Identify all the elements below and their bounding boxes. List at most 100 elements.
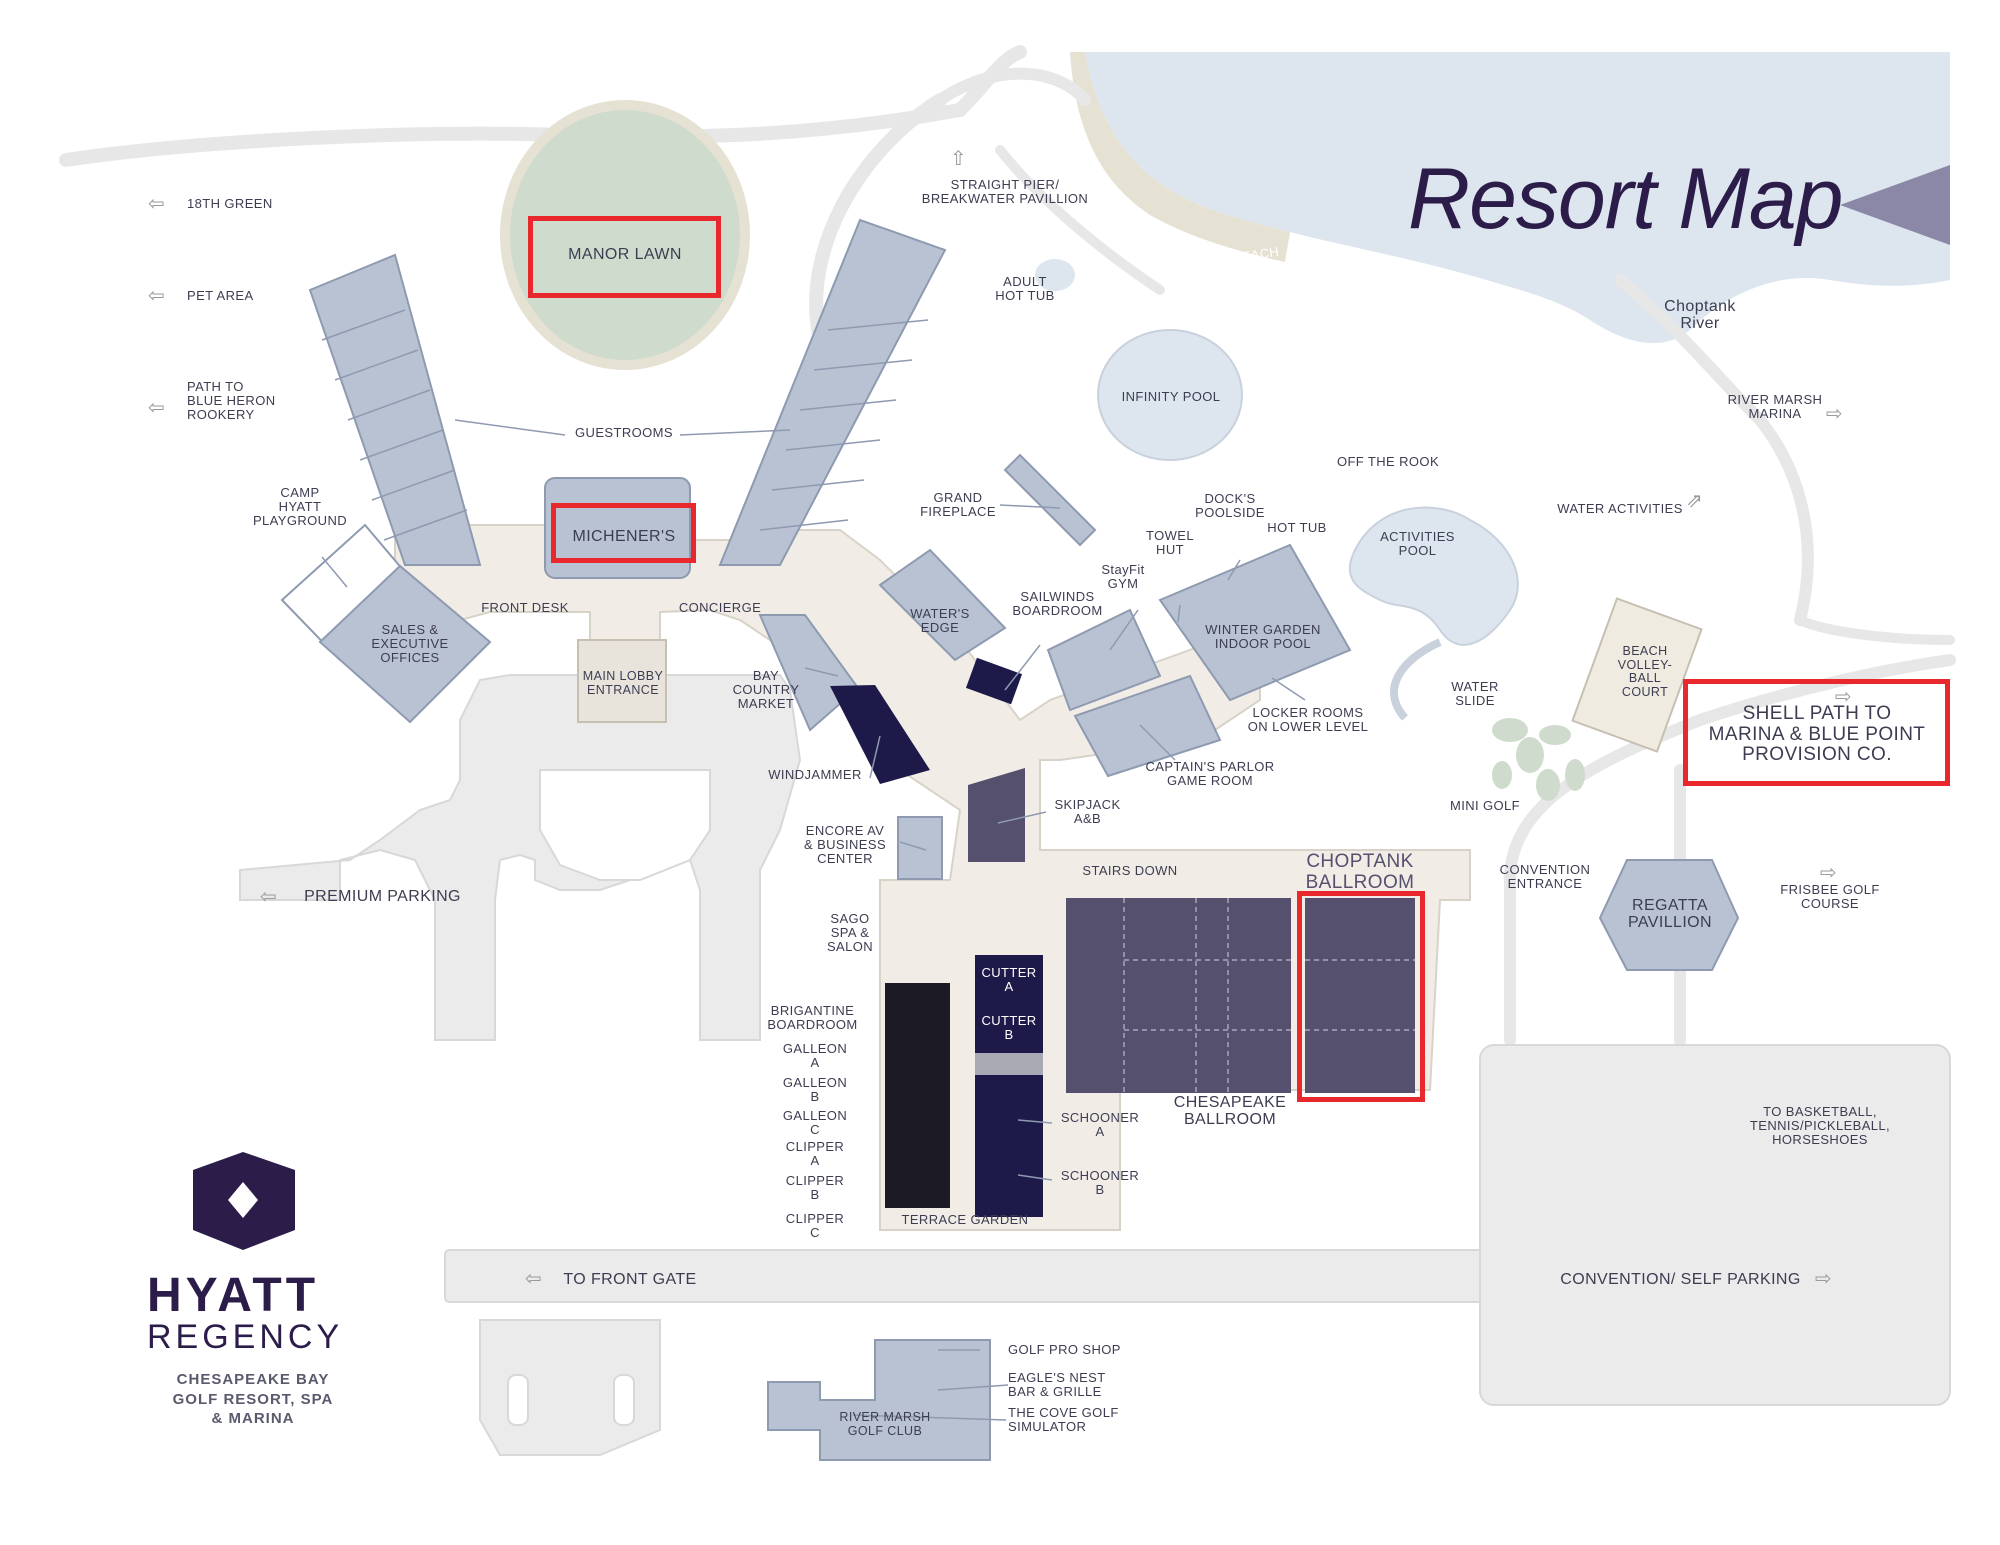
label-adult-hot-tub: ADULT HOT TUB xyxy=(995,274,1055,304)
grand-fireplace-structure xyxy=(1003,453,1097,547)
adult-hot-tub-water xyxy=(1035,259,1075,291)
arrow-premium-parking-icon: ⇦ xyxy=(260,884,277,908)
label-clipper-b: CLIPPER B xyxy=(785,1173,845,1203)
label-sailwinds: SAILWINDS BOARDROOM xyxy=(1012,589,1103,619)
manor-lawn-area xyxy=(500,100,750,370)
arrow-convention-parking-icon: ⇨ xyxy=(1815,1266,1832,1290)
label-shell-path: SHELL PATH TO MARINA & BLUE POINT PROVIS… xyxy=(1708,703,1926,766)
arrow-18th-green-icon: ⇦ xyxy=(148,191,165,215)
label-clipper-a: CLIPPER A xyxy=(785,1139,845,1169)
cutter-divider-bar xyxy=(975,1053,1043,1075)
arrow-front-gate-icon: ⇦ xyxy=(525,1266,542,1290)
label-schooner-a: SCHOONER A xyxy=(1060,1110,1140,1140)
label-frisbee-golf: FRISBEE GOLF COURSE xyxy=(1780,882,1880,912)
regatta-pavilion-building xyxy=(1598,859,1740,971)
label-schooner-b: SCHOONER B xyxy=(1060,1168,1140,1198)
golf-club-building xyxy=(767,1339,991,1461)
label-beach-volleyball: BEACH VOLLEY- BALL COURT xyxy=(1617,644,1673,699)
arrow-blue-heron-icon: ⇦ xyxy=(148,395,165,419)
label-brigantine: BRIGANTINE BOARDROOM xyxy=(767,1003,858,1033)
activities-pool-water xyxy=(1348,506,1519,646)
windjammer-building xyxy=(830,685,930,784)
road-network xyxy=(59,45,1956,1046)
arrow-pet-area-icon: ⇦ xyxy=(148,283,165,307)
title-pointer xyxy=(1840,165,1950,245)
highlight-choptank-ballroom xyxy=(1297,891,1425,1102)
label-sago-spa: SAGO SPA & SALON xyxy=(826,911,874,955)
label-galleon-a: GALLEON A xyxy=(782,1041,848,1071)
label-towel-hut: TOWEL HUT xyxy=(1146,528,1194,558)
label-choptank-ballroom: CHOPTANK BALLROOM xyxy=(1305,851,1415,893)
label-off-the-rook: OFF THE ROOK xyxy=(1336,454,1440,469)
highlight-micheners xyxy=(551,503,696,563)
label-micheners: MICHENER'S xyxy=(572,528,676,545)
label-docks-poolside: DOCK'S POOLSIDE xyxy=(1195,491,1265,521)
label-manor-lawn: MANOR LAWN xyxy=(568,246,682,263)
label-grand-fireplace: GRAND FIREPLACE xyxy=(920,490,996,520)
label-pet-area: PET AREA xyxy=(187,288,254,303)
label-river-marsh-golf: RIVER MARSH GOLF CLUB xyxy=(839,1410,931,1438)
meeting-rooms-block xyxy=(885,983,950,1208)
skipjack-room xyxy=(968,768,1025,862)
winter-garden-building xyxy=(1158,543,1352,702)
label-river-marsh-marina: RIVER MARSH MARINA xyxy=(1727,392,1823,422)
label-stairs-down: STAIRS DOWN xyxy=(1082,863,1178,878)
label-cutter-b: CUTTER B xyxy=(981,1013,1037,1043)
label-locker-rooms: LOCKER ROOMS ON LOWER LEVEL xyxy=(1247,705,1369,735)
label-encore-av: ENCORE AV & BUSINESS CENTER xyxy=(803,823,887,867)
beach-area-sand xyxy=(1070,52,1290,262)
label-captains-parlor: CAPTAIN'S PARLOR GAME ROOM xyxy=(1145,759,1275,789)
label-convention-parking: CONVENTION/ SELF PARKING xyxy=(1560,1271,1801,1288)
arrow-shell-path-icon: ⇨ xyxy=(1835,684,1852,708)
leader-lines xyxy=(321,419,1306,1421)
label-water-activities: WATER ACTIVITIES xyxy=(1557,501,1683,516)
label-winter-garden: WINTER GARDEN INDOOR POOL xyxy=(1205,622,1321,652)
stayfit-gym-building xyxy=(1046,608,1162,712)
main-lobby-building xyxy=(577,639,667,723)
label-concierge: CONCIERGE xyxy=(678,600,762,615)
label-to-basketball: TO BASKETBALL, TENNIS/PICKLEBALL, HORSES… xyxy=(1749,1104,1891,1148)
label-cove-golf: THE COVE GOLF SIMULATOR xyxy=(1008,1405,1119,1435)
label-sales-offices: SALES & EXECUTIVE OFFICES xyxy=(371,622,449,666)
label-galleon-c: GALLEON C xyxy=(782,1108,848,1138)
label-activities-pool: ACTIVITIES POOL xyxy=(1380,529,1455,559)
label-front-desk: FRONT DESK xyxy=(481,600,569,615)
label-golf-pro-shop: GOLF PRO SHOP xyxy=(1008,1342,1121,1357)
arrow-water-activities-icon: ⇗ xyxy=(1686,488,1703,512)
label-clipper-c: CLIPPER C xyxy=(785,1211,845,1241)
label-premium-parking: PREMIUM PARKING xyxy=(304,888,461,905)
choptank-ballroom-room xyxy=(1305,898,1415,1093)
choptank-river-water xyxy=(1085,52,1950,344)
label-chesapeake-ballroom: CHESAPEAKE BALLROOM xyxy=(1173,1094,1287,1129)
label-straight-pier: STRAIGHT PIER/ BREAKWATER PAVILLION xyxy=(921,177,1089,207)
label-cutter-a: CUTTER A xyxy=(981,965,1037,995)
label-waters-edge: WATER'S EDGE xyxy=(910,606,970,636)
highlight-shell-path xyxy=(1683,679,1950,786)
cutter-schooner-block xyxy=(975,955,1043,1217)
brand-sub: REGENCY xyxy=(147,1318,344,1356)
ballroom-dividers xyxy=(1123,898,1415,1093)
label-main-lobby: MAIN LOBBY ENTRANCE xyxy=(582,669,664,697)
brand-description: CHESAPEAKE BAY GOLF RESORT, SPA & MARINA xyxy=(172,1371,334,1427)
label-windjammer: WINDJAMMER xyxy=(768,767,862,782)
water-slide-path xyxy=(1390,638,1442,721)
highlight-manor-lawn xyxy=(528,216,721,298)
chesapeake-ballroom-room xyxy=(1066,898,1291,1093)
mini-golf-course xyxy=(1492,718,1585,801)
label-hot-tub: HOT TUB xyxy=(1267,520,1327,535)
label-to-front-gate: TO FRONT GATE xyxy=(563,1271,697,1288)
label-regatta: REGATTA PAVILLION xyxy=(1628,897,1712,932)
guestroom-wings xyxy=(308,218,947,566)
label-galleon-b: GALLEON B xyxy=(782,1075,848,1105)
label-eagles-nest: EAGLE'S NEST BAR & GRILLE xyxy=(1008,1370,1106,1400)
label-choptank-river: Choptank River xyxy=(1664,298,1736,333)
label-stayfit-gym: StayFit GYM xyxy=(1101,562,1145,592)
label-infinity-pool: INFINITY POOL xyxy=(1121,389,1221,404)
map-title: Resort Map xyxy=(1408,151,1843,247)
arrow-river-marsh-marina-icon: ⇨ xyxy=(1826,401,1843,425)
waters-edge-building xyxy=(878,548,1007,662)
label-skipjack: SKIPJACK A&B xyxy=(1054,797,1121,827)
label-water-slide: WATER SLIDE xyxy=(1451,679,1499,709)
sales-offices-building xyxy=(318,564,492,724)
